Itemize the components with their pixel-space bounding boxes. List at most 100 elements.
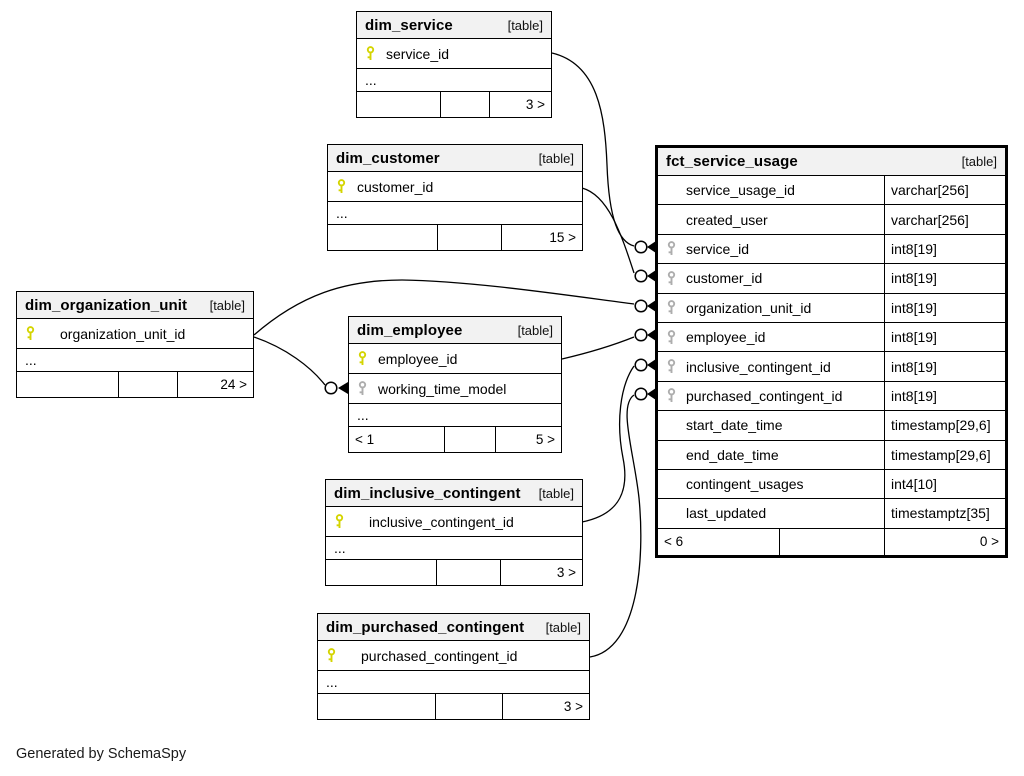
column-name: organization_unit_id: [686, 299, 812, 316]
table-tag: [table]: [209, 297, 245, 313]
table-header: fct_service_usage [table]: [658, 148, 1005, 176]
footer-children: 3 >: [488, 92, 551, 117]
table-dim-inclusive-contingent[interactable]: dim_inclusive_contingent [table] inclusi…: [325, 479, 583, 586]
foreign-key-icon: [666, 300, 677, 315]
table-title[interactable]: dim_purchased_contingent: [326, 618, 525, 636]
footer-middle: [434, 694, 503, 719]
column-type: timestamp[29,6]: [884, 440, 1005, 469]
column-type: int4[10]: [884, 469, 1005, 499]
column-row: employee_id: [349, 344, 561, 374]
table-fct-service-usage[interactable]: fct_service_usage [table] service_usage_…: [655, 145, 1008, 558]
table-title[interactable]: dim_employee: [357, 321, 463, 339]
key-spacer: [666, 506, 677, 521]
ellipsis-row: ...: [357, 69, 551, 92]
column-name: employee_id: [686, 329, 766, 346]
column-name: contingent_usages: [686, 476, 804, 493]
column-row: service_id int8[19]: [658, 234, 1005, 265]
footer-parents: [326, 560, 436, 585]
column-row: end_date_time timestamp[29,6]: [658, 440, 1005, 470]
column-name: purchased_contingent_id: [686, 387, 843, 404]
footer-parents: [357, 92, 440, 117]
column-row: employee_id int8[19]: [658, 322, 1005, 353]
foreign-key-icon: [666, 388, 677, 403]
ellipsis-text: ...: [25, 352, 37, 368]
table-tag: [table]: [538, 485, 574, 501]
column-name: employee_id: [378, 350, 458, 367]
fk-end-markers: [324, 240, 656, 401]
footer-children: 3 >: [500, 560, 582, 585]
table-title[interactable]: fct_service_usage: [666, 153, 798, 170]
footer-middle: [118, 372, 177, 397]
table-title[interactable]: dim_service: [365, 16, 453, 34]
ellipsis-row: ...: [318, 671, 589, 694]
table-footer: 3 >: [318, 694, 589, 719]
table-header: dim_service [table]: [357, 12, 551, 39]
fk-line-employee: [561, 336, 635, 360]
table-dim-service[interactable]: dim_service [table] service_id ... 3 >: [356, 11, 552, 118]
column-row: service_usage_id varchar[256]: [658, 176, 1005, 206]
ellipsis-text: ...: [365, 72, 377, 88]
ellipsis-row: ...: [328, 202, 582, 225]
ellipsis-text: ...: [357, 407, 369, 423]
column-row: inclusive_contingent_id: [326, 507, 582, 537]
column-row: service_id: [357, 39, 551, 69]
column-row: customer_id: [328, 172, 582, 202]
column-type: int8[19]: [884, 293, 1005, 322]
column-name: customer_id: [686, 270, 763, 287]
column-type: int8[19]: [884, 264, 1005, 293]
column-name: end_date_time: [686, 446, 779, 463]
foreign-key-icon: [666, 359, 677, 374]
table-footer: < 6 0 >: [658, 528, 1005, 555]
column-row: start_date_time timestamp[29,6]: [658, 411, 1005, 441]
primary-key-icon: [365, 46, 376, 61]
table-footer: < 1 5 >: [349, 427, 561, 452]
ellipsis-text: ...: [334, 540, 346, 556]
column-row: purchased_contingent_id: [318, 641, 589, 671]
column-name: start_date_time: [686, 417, 783, 434]
primary-key-icon: [326, 648, 337, 663]
foreign-key-icon: [666, 241, 677, 256]
fk-line-inclusive-contingent: [581, 365, 635, 523]
table-footer: 24 >: [17, 372, 253, 397]
table-dim-employee[interactable]: dim_employee [table] employee_id working…: [348, 316, 562, 453]
footer-children: 3 >: [502, 694, 589, 719]
key-spacer: [666, 183, 677, 198]
column-row: customer_id int8[19]: [658, 264, 1005, 294]
fk-line-organization-unit-employee: [253, 336, 326, 386]
footer-parents: < 1: [355, 432, 375, 447]
footer-parents: < 6: [664, 534, 684, 550]
table-header: dim_purchased_contingent [table]: [318, 614, 589, 641]
footer-children: 0 >: [883, 528, 1005, 555]
column-name: organization_unit_id: [60, 325, 186, 342]
table-tag: [table]: [517, 322, 553, 338]
table-header: dim_inclusive_contingent [table]: [326, 480, 582, 507]
table-tag: [table]: [961, 154, 997, 169]
footer-children: 15 >: [500, 225, 582, 250]
key-spacer: [666, 418, 677, 433]
key-spacer: [666, 447, 677, 462]
fk-line-customer: [581, 187, 635, 274]
table-title[interactable]: dim_organization_unit: [25, 296, 188, 314]
column-row: organization_unit_id int8[19]: [658, 293, 1005, 323]
table-tag: [table]: [545, 619, 581, 635]
table-dim-customer[interactable]: dim_customer [table] customer_id ... 15 …: [327, 144, 583, 251]
column-type: int8[19]: [884, 381, 1005, 411]
footer-middle: [779, 528, 883, 555]
ellipsis-row: ...: [349, 404, 561, 427]
table-footer: 3 >: [357, 92, 551, 117]
key-spacer: [666, 212, 677, 227]
column-row: working_time_model: [349, 374, 561, 404]
table-title[interactable]: dim_customer: [336, 149, 440, 167]
footer-parents: [328, 225, 437, 250]
column-type: varchar[256]: [884, 176, 1005, 205]
primary-key-icon: [336, 179, 347, 194]
table-footer: 15 >: [328, 225, 582, 250]
table-title[interactable]: dim_inclusive_contingent: [334, 484, 521, 502]
table-dim-purchased-contingent[interactable]: dim_purchased_contingent [table] purchas…: [317, 613, 590, 720]
key-spacer: [666, 477, 677, 492]
table-dim-organization-unit[interactable]: dim_organization_unit [table] organizati…: [16, 291, 254, 398]
column-type: int8[19]: [884, 234, 1005, 264]
ellipsis-text: ...: [336, 205, 348, 221]
